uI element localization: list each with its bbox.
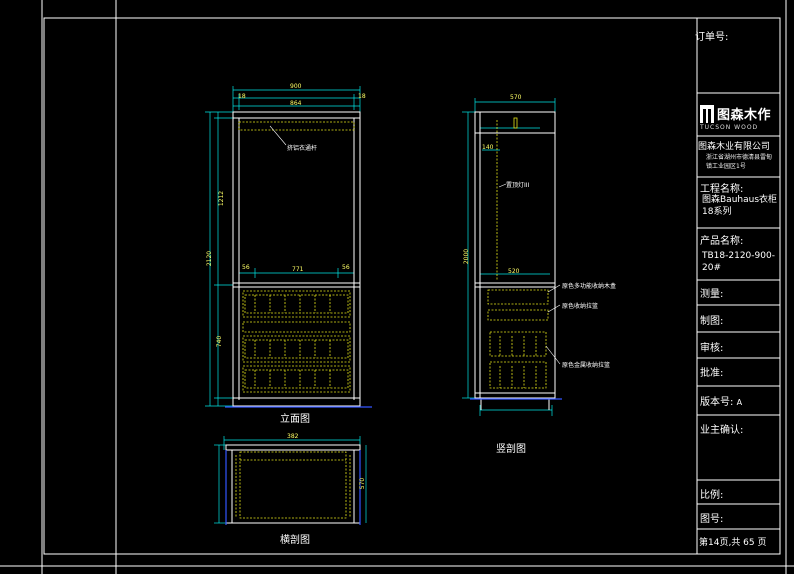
dim-side-inner: 520 (508, 268, 520, 275)
view-label-side: 竖剖图 (496, 444, 526, 455)
drawing-frame (43, 17, 781, 555)
owner-confirm-label: 业主确认: (700, 425, 744, 436)
dim-front-l56: 56 (242, 264, 250, 271)
version-label-text: 版本号: (700, 397, 734, 408)
drawn-label: 制图: (700, 316, 724, 327)
dim-front-width: 900 (290, 83, 302, 90)
scale-label: 比例: (700, 490, 724, 501)
order-no-label: 订单号: (695, 32, 729, 43)
dim-front-mid: 771 (292, 266, 304, 273)
title-block-grid (696, 18, 780, 554)
dim-side-140: 140 (482, 144, 494, 151)
dim-front-height: 2120 (206, 250, 214, 267)
dim-front-right: 18 (358, 93, 366, 100)
version-label: 版本号: A (700, 393, 785, 408)
product-label: 产品名称: (700, 236, 744, 247)
view-label-front: 立面图 (280, 414, 310, 425)
view-label-top: 横剖图 (280, 535, 310, 546)
project-value: 图森Bauhaus衣柜18系列 (702, 195, 778, 217)
annotation-rod: 挤铝衣通杆 (287, 145, 318, 152)
dim-front-r56: 56 (342, 264, 350, 271)
dim-front-upper: 1212 (218, 190, 226, 207)
top-section[interactable] (214, 436, 367, 525)
side-section[interactable] (462, 98, 562, 416)
logo-mark-icon (700, 105, 714, 123)
company-address: 浙江省湖州市德清县雷甸镇工业园区1号 (706, 154, 773, 170)
annotation-drawer1: 原色多功能收纳木盒 (562, 283, 617, 290)
company-name: 图森木业有限公司 (698, 142, 771, 152)
product-value: TB18-2120-900-20# (702, 251, 775, 273)
dim-side-depth: 570 (510, 94, 522, 101)
logo-text-en: TUCSON WOOD (700, 124, 759, 131)
dim-front-left: 18 (238, 93, 246, 100)
dim-top-depth: 570 (359, 477, 367, 490)
approve-label: 批准: (700, 368, 724, 379)
review-label: 审核: (700, 343, 724, 354)
annotation-light: 置顶灯III (506, 182, 530, 189)
company-logo: 图森木作 TUCSON WOOD (700, 104, 776, 131)
annotation-drawer2: 原色收纳拉篮 (562, 303, 599, 310)
project-label: 工程名称: (700, 184, 744, 195)
annotation-drawer3: 原色金属收纳拉篮 (562, 362, 611, 369)
dim-side-height: 2000 (463, 248, 471, 265)
dim-front-inner: 864 (290, 100, 302, 107)
front-elevation[interactable] (205, 86, 372, 408)
dim-front-lower: 740 (216, 335, 224, 348)
page-info: 第14页,共 65 页 (699, 538, 767, 548)
measure-label: 测量: (700, 289, 724, 300)
version-value: A (736, 398, 743, 407)
logo-text-cn: 图森木作 (717, 108, 772, 123)
drawing-no-label: 图号: (700, 514, 724, 525)
dim-top-width: 382 (287, 433, 299, 440)
